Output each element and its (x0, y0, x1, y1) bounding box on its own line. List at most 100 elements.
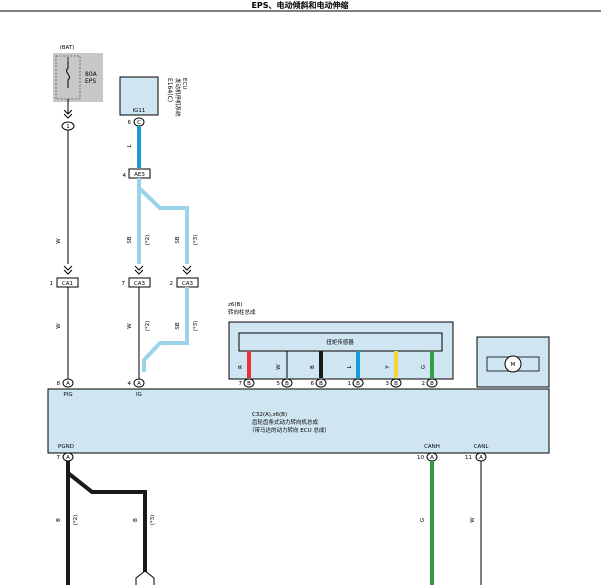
wire-label-w2: W (127, 323, 133, 329)
canh-conn: A (430, 455, 434, 461)
torque-connector-id: B (319, 381, 323, 387)
wire-sb-ig (142, 287, 189, 372)
ae3-id: AE3 (134, 172, 145, 178)
wire-label-w3: W (470, 517, 476, 523)
ig-connector (133, 378, 145, 388)
torque-wire-label: W (276, 364, 282, 370)
motor-symbol: M (511, 362, 516, 368)
engine-ecu-pin-label: IG11 (133, 108, 146, 114)
pig-label: PIG (63, 392, 72, 398)
wire-sb-right (137, 186, 189, 264)
torque-code: z6(B) (228, 302, 242, 308)
pgnd-pin-num: 7 (57, 455, 61, 461)
steering-ecu-sub: （带马达的动力转向 ECU 总成） (249, 426, 330, 434)
fuse-icon (66, 62, 70, 88)
steering-ecu-code: C32(A),z6(B) (252, 412, 287, 418)
engine-ecu-pin-num: 6 (128, 120, 132, 126)
torque-wire-label: L (347, 365, 353, 369)
ig-label: IG (136, 392, 142, 398)
wire-note-sb1: (*2) (145, 235, 151, 246)
steering-ecu-box (47, 388, 550, 454)
torque-connector-id: B (430, 381, 434, 387)
ig-conn: A (137, 381, 141, 387)
wire-note-b2: (*3) (150, 515, 156, 526)
wire-note-w2: (*2) (145, 321, 151, 332)
wire-label-sb2: SB (175, 236, 181, 243)
pig-pin-num: 8 (57, 381, 61, 387)
fuse-source: (BAT) (60, 45, 75, 51)
torque-name: 转向柱总成 (228, 308, 256, 316)
wire-note-b1: (*2) (73, 515, 79, 526)
fuse-box (53, 53, 103, 102)
fuse-rating: 80A (85, 71, 98, 78)
torque-inner-label: 扭矩传感器 (326, 338, 354, 346)
torque-connector (315, 378, 327, 388)
wire-b-branch (66, 471, 147, 578)
wire-note-sb2: (*3) (193, 235, 199, 246)
wire-note-sb3: (*3) (193, 321, 199, 332)
ca3b-id: CA3 (182, 281, 194, 287)
pig-connector (62, 378, 74, 388)
torque-connector-id: B (247, 381, 251, 387)
wire-label-sb1: SB (127, 236, 133, 243)
torque-connector-id: B (285, 381, 289, 387)
engine-ecu-sub: ECU (181, 78, 187, 89)
wire-label-w1b: W (56, 323, 62, 329)
torque-sensor-inner (238, 332, 443, 352)
canh-pin-num: 10 (417, 455, 424, 461)
ca3a-id: CA3 (134, 281, 146, 287)
torque-connector (281, 378, 293, 388)
torque-wire-label: R (238, 365, 244, 369)
torque-wire-label: Y (385, 365, 391, 370)
torque-wire-1 (247, 351, 251, 378)
ca1-id: CA1 (62, 281, 73, 287)
torque-wire-label: G (421, 365, 427, 369)
pig-conn: A (66, 381, 70, 387)
torque-connector (426, 378, 438, 388)
engine-ecu-box (119, 76, 159, 116)
torque-pin-num: 7 (239, 381, 243, 387)
chevron-down-icon (182, 265, 192, 275)
pgnd-conn: A (66, 455, 70, 461)
wire-label-sb3: SB (175, 322, 181, 329)
torque-connector (243, 378, 255, 388)
chevron-down-icon (134, 265, 144, 275)
wire-label-w1: W (56, 238, 62, 244)
canl-pin-num: 11 (465, 455, 472, 461)
arrow-down-icon (63, 109, 73, 115)
torque-connector-id: B (394, 381, 398, 387)
torque-wire-label: B (310, 365, 316, 369)
torque-connector (390, 378, 402, 388)
ca3a-pin: 7 (122, 281, 126, 287)
torque-pin-num: 1 (348, 381, 352, 387)
canl-label: CANL (474, 444, 490, 450)
engine-ecu-code: E164(C) (166, 78, 173, 102)
chevron-down-icon (63, 265, 73, 275)
torque-wire-4 (356, 351, 360, 378)
engine-ecu-conn: C (137, 120, 141, 126)
ig-pin-num: 4 (128, 381, 132, 387)
canh-label: CANH (424, 444, 440, 450)
fuse-pin-num: 1 (66, 124, 70, 130)
ae3-pin: 4 (123, 173, 127, 179)
torque-connector (352, 378, 364, 388)
torque-pin-num: 2 (422, 381, 426, 387)
arrow-down-icon (63, 113, 73, 119)
motor-icon (504, 355, 522, 373)
fuse-name: EPS (85, 78, 96, 85)
torque-pin-num: 3 (386, 381, 390, 387)
canl-conn: A (479, 455, 483, 461)
torque-pin-num: 6 (311, 381, 315, 387)
ca3b-pin: 2 (170, 281, 174, 287)
ca1-pin: 1 (50, 281, 54, 287)
page-title: EPS、电动倾斜和电动伸缩 (251, 0, 348, 10)
engine-ecu-name: 发动机停机系统 (174, 78, 182, 117)
wire-label-g: G (420, 518, 426, 522)
wire-label-b2: B (133, 518, 139, 522)
torque-wire-5 (394, 351, 398, 378)
wire-label-l: L (127, 144, 133, 148)
pgnd-label: PGND (58, 444, 74, 450)
torque-pin-num: 5 (277, 381, 281, 387)
